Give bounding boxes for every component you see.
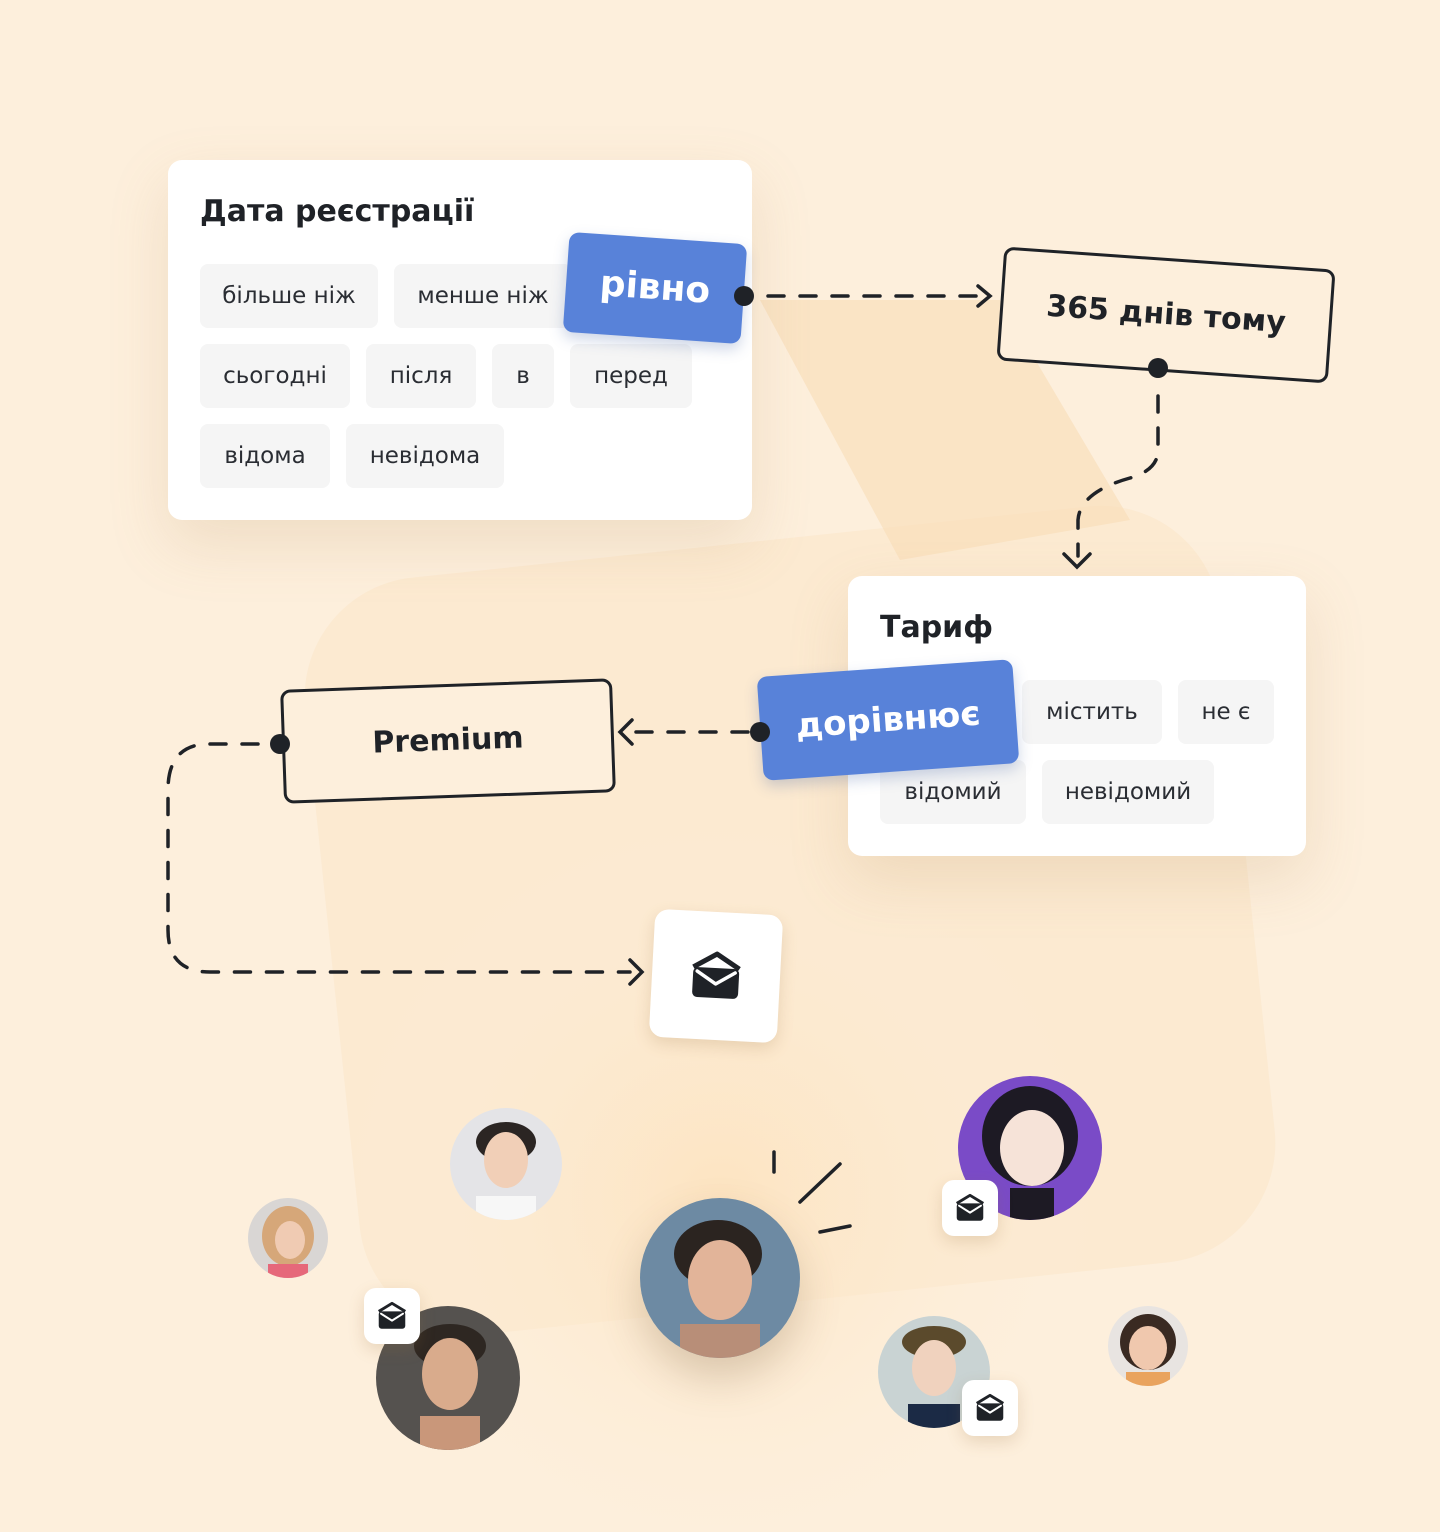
chip-equals-selected[interactable]: рівно xyxy=(562,231,748,345)
avatar-email-badge xyxy=(364,1288,420,1344)
chip-before[interactable]: перед xyxy=(570,344,692,408)
avatar-anime-girl xyxy=(958,1076,1102,1220)
chip-unknown-tariff[interactable]: невідомий xyxy=(1042,760,1214,824)
envelope-open-icon xyxy=(692,951,741,999)
avatar-email-badge xyxy=(962,1380,1018,1436)
registration-date-card: Дата реєстрації більше ніж менше ніж сьо… xyxy=(168,160,752,520)
avatar-young-man xyxy=(450,1108,562,1220)
chip-unknown[interactable]: невідома xyxy=(346,424,504,488)
avatar-woman-center xyxy=(640,1198,800,1358)
avatar-child xyxy=(1108,1306,1188,1386)
chip-in[interactable]: в xyxy=(492,344,554,408)
avatar-young-woman xyxy=(248,1198,328,1278)
avatar-email-badge xyxy=(942,1180,998,1236)
tariff-title: Тариф xyxy=(880,610,993,645)
chip-after[interactable]: після xyxy=(366,344,476,408)
email-action-tile[interactable] xyxy=(648,908,784,1044)
chip-contains[interactable]: містить xyxy=(1022,680,1162,744)
days-ago-box[interactable]: 365 днів тому xyxy=(996,246,1336,384)
registration-date-title: Дата реєстрації xyxy=(200,194,475,229)
premium-box[interactable]: Premium xyxy=(280,678,616,804)
envelope-open-icon xyxy=(975,1393,1005,1421)
envelope-open-icon xyxy=(377,1301,407,1329)
chip-equals-tariff-selected[interactable]: дорівнює xyxy=(756,659,1020,781)
envelope-open-icon xyxy=(955,1193,985,1221)
chip-known[interactable]: відома xyxy=(200,424,330,488)
chip-less-than[interactable]: менше ніж xyxy=(394,264,572,328)
chip-more-than[interactable]: більше ніж xyxy=(200,264,378,328)
chip-today[interactable]: сьогодні xyxy=(200,344,350,408)
chip-is-not[interactable]: не є xyxy=(1178,680,1274,744)
